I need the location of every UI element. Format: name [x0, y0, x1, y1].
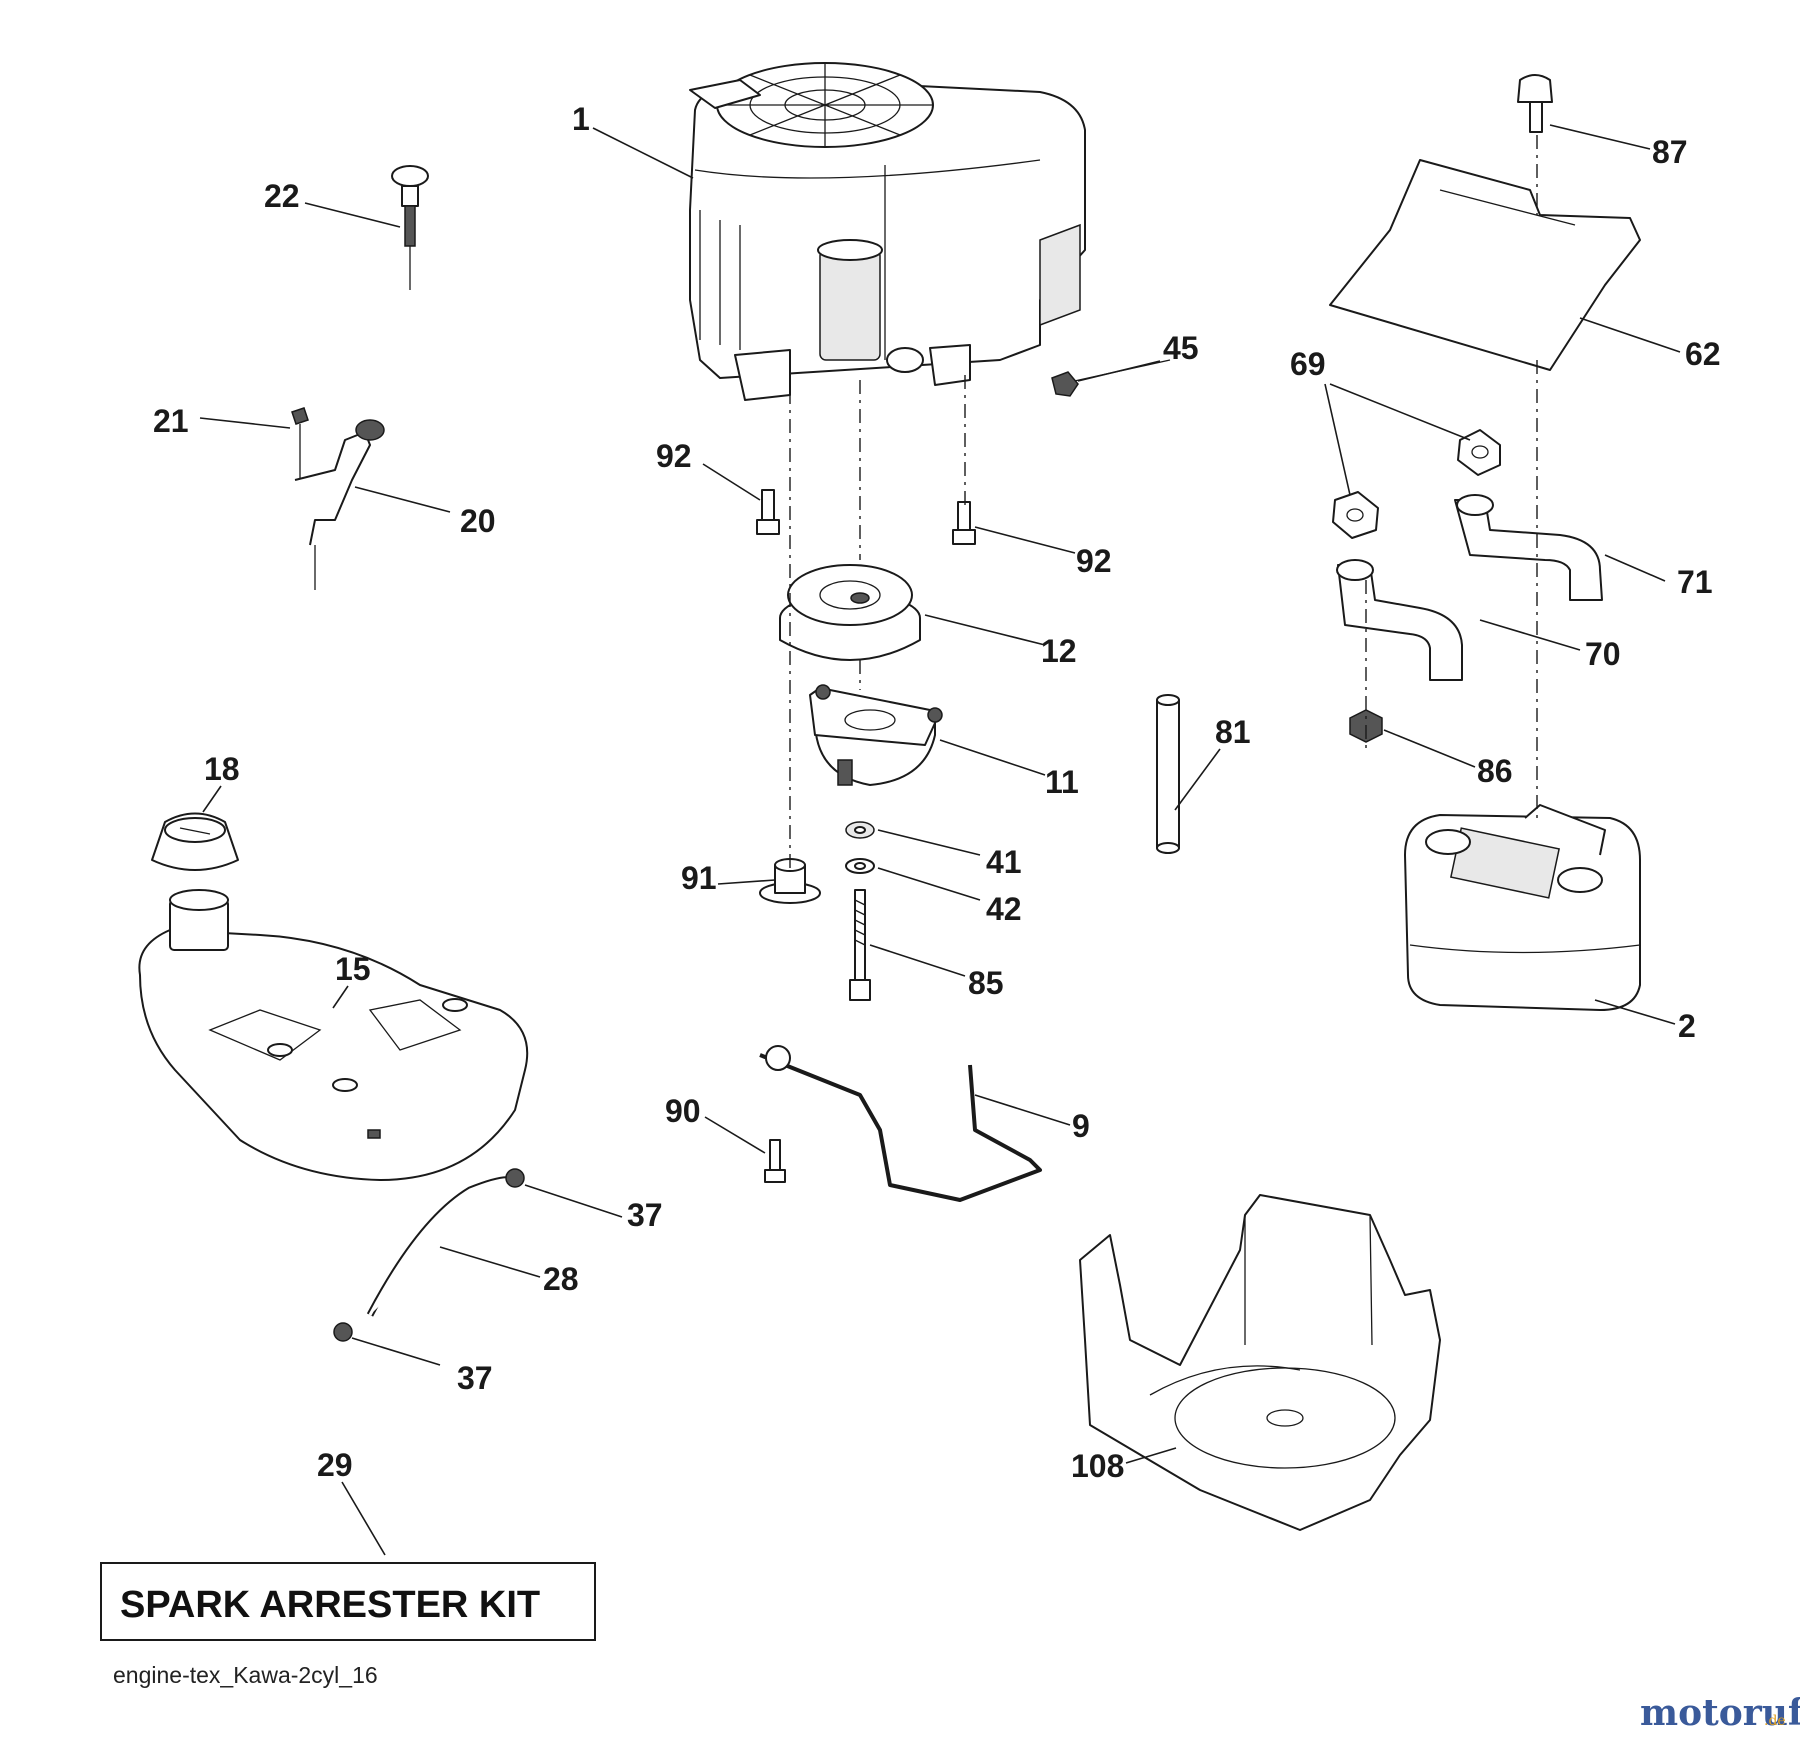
leader-lines [199, 124, 1681, 1556]
callout-22: 22 [264, 178, 300, 214]
fuel-tank-drawing [138, 889, 529, 1181]
dipstick-drawing [391, 165, 429, 290]
alignment-lines [789, 135, 1538, 870]
washers-drawing [845, 821, 875, 874]
callout-85: 85 [968, 965, 1004, 1001]
heat-shield-drawing [1329, 74, 1641, 371]
fuel-cap-drawing [151, 812, 239, 871]
bracket-drawing [759, 1045, 1042, 1202]
callout-92-right: 92 [1076, 543, 1112, 579]
fuel-line-drawing [333, 1168, 525, 1342]
pulley-drawing [779, 564, 921, 661]
callout-45: 45 [1163, 330, 1199, 366]
callout-91: 91 [681, 860, 717, 896]
callout-12: 12 [1041, 633, 1077, 669]
spacer-drawing [759, 858, 821, 904]
muffler-drawing [1404, 804, 1641, 1011]
callout-9: 9 [1072, 1108, 1090, 1144]
callout-2: 2 [1678, 1008, 1696, 1044]
callout-70: 70 [1585, 636, 1621, 672]
callout-1: 1 [572, 101, 590, 137]
spark-arrester-kit-label: SPARK ARRESTER KIT [120, 1584, 540, 1626]
svg-text:motoruf: motoruf [1640, 1692, 1800, 1734]
guard-drawing [1079, 1194, 1441, 1531]
watermark-logo: motoruf .de [1640, 1692, 1800, 1734]
callout-18: 18 [204, 751, 240, 787]
callout-20: 20 [460, 503, 496, 539]
callout-15: 15 [335, 951, 371, 987]
exhaust-pipes-drawing [1336, 494, 1603, 681]
callout-90: 90 [665, 1093, 701, 1129]
callout-86: 86 [1477, 753, 1513, 789]
callout-29: 29 [317, 1447, 353, 1483]
engine-drawing [689, 62, 1086, 401]
callout-37-bottom: 37 [457, 1360, 493, 1396]
spark-arrester-kit-box [100, 1562, 596, 1641]
drain-plug-drawing [1051, 359, 1171, 397]
callout-11: 11 [1045, 764, 1079, 800]
callout-42: 42 [986, 891, 1022, 927]
callout-69: 69 [1290, 346, 1326, 382]
watermark-suffix: .de [1764, 1713, 1786, 1729]
clutch-drawing [809, 684, 943, 786]
callout-71: 71 [1677, 564, 1713, 600]
callout-81: 81 [1215, 714, 1251, 750]
callout-92-left: 92 [656, 438, 692, 474]
callout-87: 87 [1652, 134, 1688, 170]
callout-21: 21 [153, 403, 189, 439]
callout-108: 108 [1071, 1448, 1124, 1484]
diagram-file-name: engine-tex_Kawa-2cyl_16 [113, 1662, 378, 1688]
gaskets-drawing [1332, 429, 1501, 539]
callout-41: 41 [986, 844, 1022, 880]
callout-labels: 1 22 21 20 92 92 12 11 41 42 85 91 18 15… [153, 101, 1721, 1484]
bolts-92-drawing [756, 489, 976, 545]
throttle-control-drawing [291, 407, 385, 590]
watermark-text: motoruf [1640, 1692, 1800, 1734]
callout-28: 28 [543, 1261, 579, 1297]
bolt-85-drawing [849, 889, 871, 1001]
tube-drawing [1156, 694, 1180, 854]
callout-62: 62 [1685, 336, 1721, 372]
callout-37-top: 37 [627, 1197, 663, 1233]
